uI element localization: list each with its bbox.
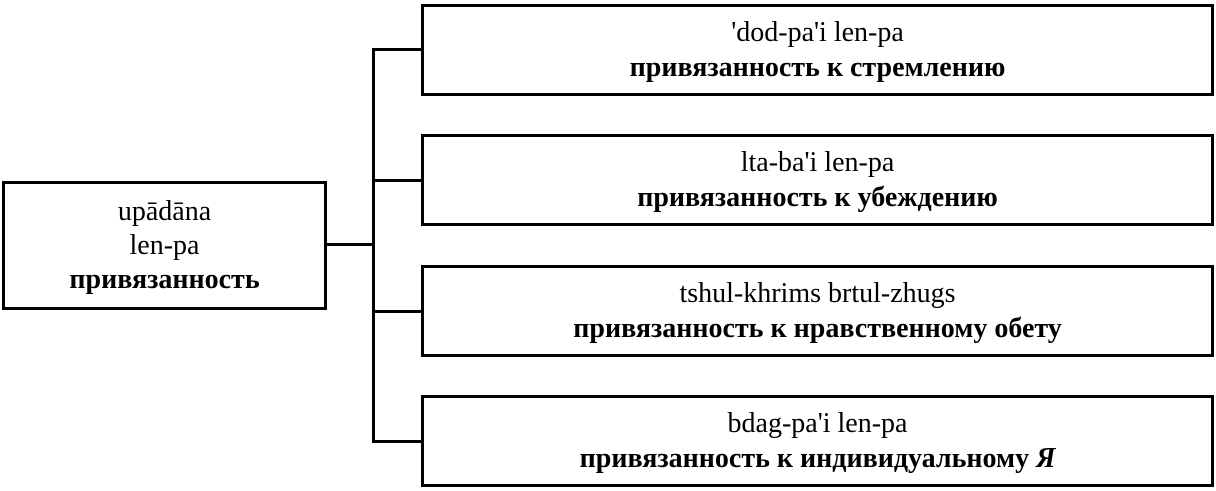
branch-connector-3	[372, 440, 424, 443]
root-sanskrit-term: upādāna	[117, 195, 212, 227]
branch-tibetan-term: tshul-khrims brtul-zhugs	[679, 278, 956, 309]
branch-russian-term-main: привязанность к индивидуальному	[579, 443, 1037, 474]
branch-node: tshul-khrims brtul-zhugs привязанность к…	[421, 265, 1214, 357]
branch-russian-term-italic: Я	[1036, 443, 1056, 474]
branch-connector-2	[372, 310, 424, 313]
branch-russian-term: привязанность к индивидуальному Я	[580, 441, 1056, 476]
root-russian-term: привязанность	[69, 263, 260, 295]
root-node: upādāna len-pa привязанность	[2, 181, 327, 310]
branch-node: 'dod-pa'i len-pa привязанность к стремле…	[421, 4, 1214, 96]
branch-russian-term: привязанность к нравственному обету	[573, 313, 1062, 344]
branch-russian-term: привязанность к убеждению	[637, 182, 998, 213]
branch-node: lta-ba'i len-pa привязанность к убеждени…	[421, 134, 1214, 226]
branch-connector-0	[372, 48, 424, 51]
branch-tibetan-term: bdag-pa'i len-pa	[727, 408, 908, 439]
branch-node: bdag-pa'i len-pa привязанность к индивид…	[421, 395, 1214, 487]
branch-tibetan-term: lta-ba'i len-pa	[740, 147, 895, 178]
branch-russian-term: привязанность к стремлению	[629, 52, 1006, 83]
branch-tibetan-term: 'dod-pa'i len-pa	[731, 17, 904, 48]
root-connector-horizontal	[327, 243, 375, 246]
branch-connector-1	[372, 179, 424, 182]
branch-connector-vertical	[372, 48, 375, 443]
root-tibetan-term: len-pa	[129, 229, 200, 261]
